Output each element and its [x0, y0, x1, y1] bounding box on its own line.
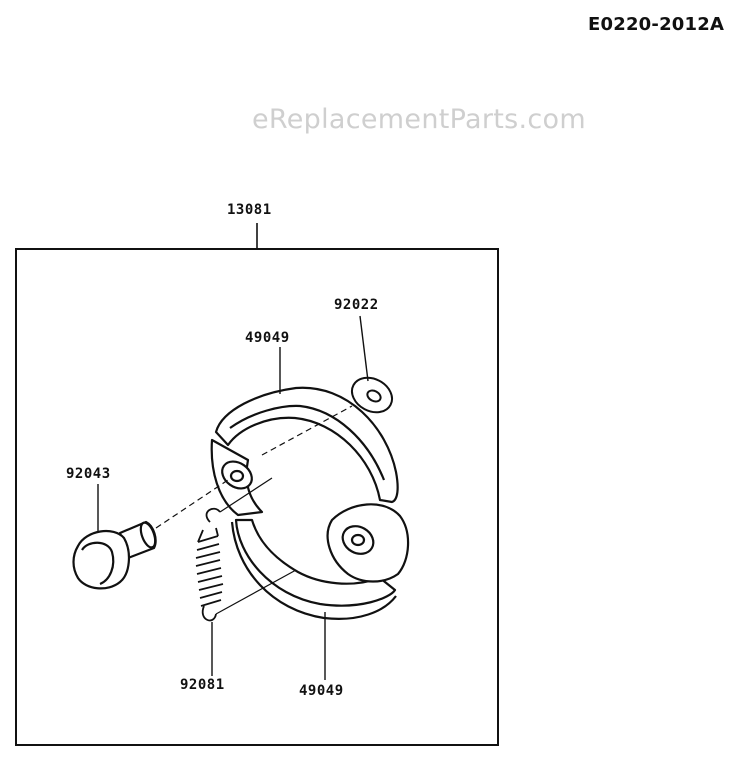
part-label-spring: 92081	[180, 677, 225, 693]
bolt-center-line	[155, 479, 229, 529]
shaft-center-line	[261, 405, 353, 456]
part-label-shoe-top: 49049	[245, 330, 290, 346]
spring-hook-line-top	[219, 477, 273, 513]
part-label-shoe-bottom: 49049	[299, 683, 344, 699]
clutch-shoe-top	[210, 386, 399, 517]
spring-hook-line-bottom	[215, 569, 297, 615]
shoulder-bolt-part	[72, 520, 157, 590]
part-label-bolt: 92043	[66, 466, 111, 482]
spring-part	[195, 507, 224, 622]
assembly-frame	[15, 248, 499, 746]
watermark: eReplacementParts.com	[252, 104, 586, 135]
washer-part	[350, 376, 394, 414]
clutch-shoe-bottom	[230, 503, 410, 620]
washer-leader-line	[359, 315, 369, 382]
part-label-clutch-assembly: 13081	[227, 202, 272, 218]
part-label-washer: 92022	[334, 297, 379, 313]
diagram-code: E0220-2012A	[588, 14, 725, 35]
